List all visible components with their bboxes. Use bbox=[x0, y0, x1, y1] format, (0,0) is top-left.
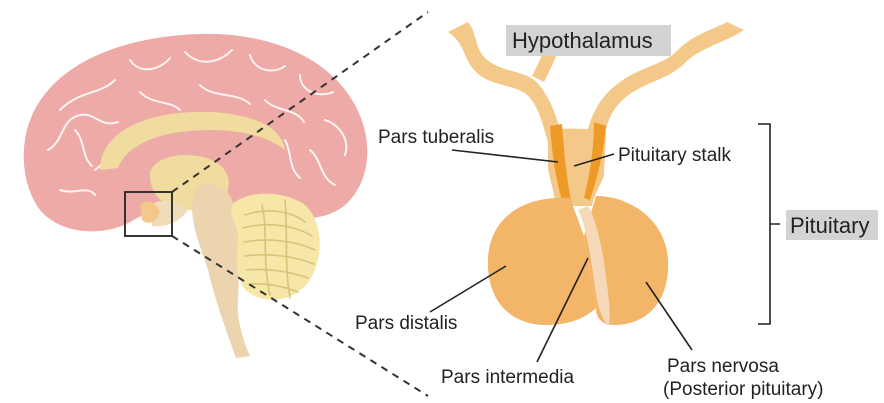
pituitary-stalk-label: Pituitary stalk bbox=[618, 145, 731, 166]
pituitary-bracket bbox=[758, 124, 780, 324]
pars-intermedia-label: Pars intermedia bbox=[441, 367, 574, 388]
pars-tuberalis-leader bbox=[452, 150, 558, 162]
pars-nervosa-label: Pars nervosa bbox=[667, 356, 779, 377]
pars-distalis-label: Pars distalis bbox=[355, 313, 457, 334]
pituitary-label: Pituitary bbox=[790, 213, 869, 238]
brain-sagittal-view bbox=[24, 34, 368, 358]
posterior-pituitary-label: (Posterior pituitary) bbox=[663, 379, 824, 400]
pars-nervosa-leader bbox=[646, 282, 692, 350]
pituitary-detail bbox=[448, 22, 744, 326]
hypothalamus-label: Hypothalamus bbox=[512, 28, 653, 53]
pituitary-anterior-lobe bbox=[488, 198, 596, 325]
pars-tuberalis-label: Pars tuberalis bbox=[378, 127, 494, 148]
